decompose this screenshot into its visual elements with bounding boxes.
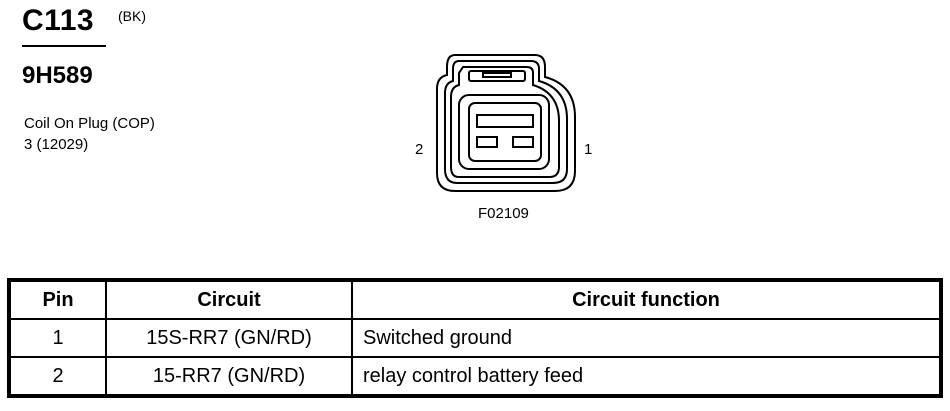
row-circuit-function: relay control battery feed: [351, 356, 941, 396]
connector-face-diagram: [436, 54, 576, 192]
row-pin: 2: [9, 356, 107, 396]
row-pin: 1: [9, 318, 107, 358]
header-circuit: Circuit: [105, 280, 353, 320]
figure-code: F02109: [478, 205, 529, 222]
component-name: Coil On Plug (COP): [24, 115, 155, 132]
title-rule: [22, 45, 106, 47]
color-code: (BK): [118, 8, 146, 24]
component-sub: 3 (12029): [24, 136, 89, 153]
row-circuit-function: Switched ground: [351, 318, 941, 358]
row-circuit: 15S-RR7 (GN/RD): [105, 318, 353, 358]
connector-id: C113: [22, 4, 95, 37]
cavity-frame-outer: [458, 94, 550, 170]
table-row: 2 15-RR7 (GN/RD) relay control battery f…: [9, 356, 941, 396]
header-pin: Pin: [9, 280, 107, 320]
pin-label-left: 2: [415, 141, 424, 158]
terminal-bar: [476, 114, 534, 128]
table-header-row: Pin Circuit Circuit function: [9, 280, 941, 320]
housing-inner-1: [444, 60, 568, 184]
housing-inner-2: [450, 66, 560, 178]
terminal-pin-1: [512, 136, 534, 148]
table-row: 1 15S-RR7 (GN/RD) Switched ground: [9, 318, 941, 358]
latch-slot: [482, 72, 512, 78]
housing-outer: [436, 54, 576, 192]
terminal-pin-2: [476, 136, 498, 148]
pin-label-right: 1: [584, 141, 593, 158]
cavity-frame-inner: [468, 102, 542, 162]
part-number: 9H589: [22, 62, 93, 89]
latch-tab: [468, 70, 526, 82]
header-circuit-function: Circuit function: [351, 280, 941, 320]
pinout-table: Pin Circuit Circuit function 1 15S-RR7 (…: [7, 278, 943, 398]
row-circuit: 15-RR7 (GN/RD): [105, 356, 353, 396]
